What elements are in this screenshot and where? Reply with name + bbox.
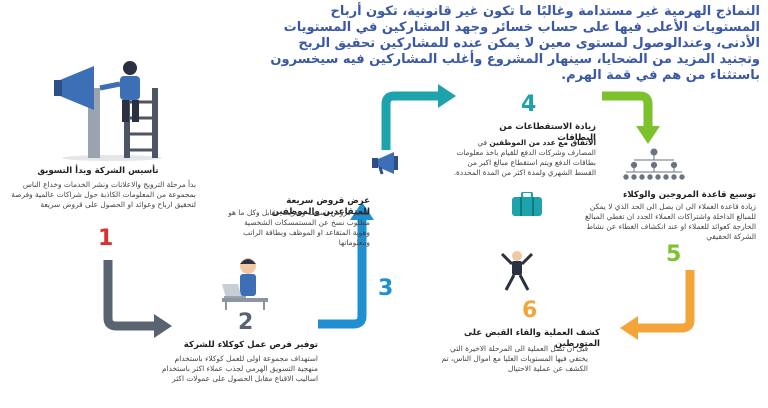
- briefcase-icon: [512, 192, 542, 216]
- step1-title: تأسيس الشركة وبدأ التسويق: [37, 166, 159, 176]
- laptop-worker-icon: [222, 258, 268, 310]
- arrow-teal: [381, 91, 440, 150]
- step4-number: 4: [521, 92, 537, 117]
- step5-title: توسيع قاعدة المروجين والوكلاء: [622, 190, 756, 200]
- step4-desc: الاتفاق مع عدد من الموظفين في المصارف وش…: [450, 138, 596, 178]
- hierarchy-icon: [623, 148, 685, 180]
- step2-number: 2: [238, 310, 254, 335]
- megaphone-icon: [372, 152, 398, 175]
- step6-number: 6: [522, 298, 538, 323]
- step6-title: كشف العملية والقاء القبض على المتورطين: [464, 328, 600, 349]
- step1-desc: بدأ مرحلة الترويج والاعلانات ونشر الخدما…: [11, 180, 196, 209]
- step3-desc: تقديم قروض بسيطة وسريعة مقابل وكل ما هو …: [228, 208, 370, 247]
- intro-text: النماذج الهرمية غير مستدامة وغالبًا ما ت…: [270, 4, 760, 83]
- arrow-orange: [636, 270, 695, 333]
- step4-lead: الاتفاق مع عدد من الموظفين: [489, 138, 596, 147]
- step3-title: عرض قروض سريعة للمتقاعدين والموظفين: [271, 196, 370, 217]
- arrow-green: [602, 91, 653, 128]
- step5-desc: زيادة قاعدة العملاء الى ان يصل الى الحد …: [584, 202, 756, 241]
- step6-desc: قبل ان تصل العملية الى المرحلة الاخيرة ا…: [441, 344, 588, 373]
- megaphone-man-icon: [54, 61, 162, 161]
- jumping-man-icon: [500, 251, 534, 291]
- step4-desc-text: في المصارف وشركات الدفع للقيام باخذ معلو…: [453, 138, 596, 177]
- step2-desc: استهداف مجموعة اولى للعمل كوكلاء باستخدا…: [161, 354, 318, 383]
- step1-number: 1: [98, 226, 114, 251]
- arrow-gray: [103, 260, 156, 331]
- step2-title: توفير فرص عمل كوكلاء للشركة: [183, 340, 318, 350]
- step5-number: 5: [666, 242, 682, 267]
- arrow-blue: [318, 218, 367, 329]
- step3-number: 3: [378, 276, 394, 301]
- step4-title: زيادة الاستقطاعات من البطاقات: [499, 122, 596, 143]
